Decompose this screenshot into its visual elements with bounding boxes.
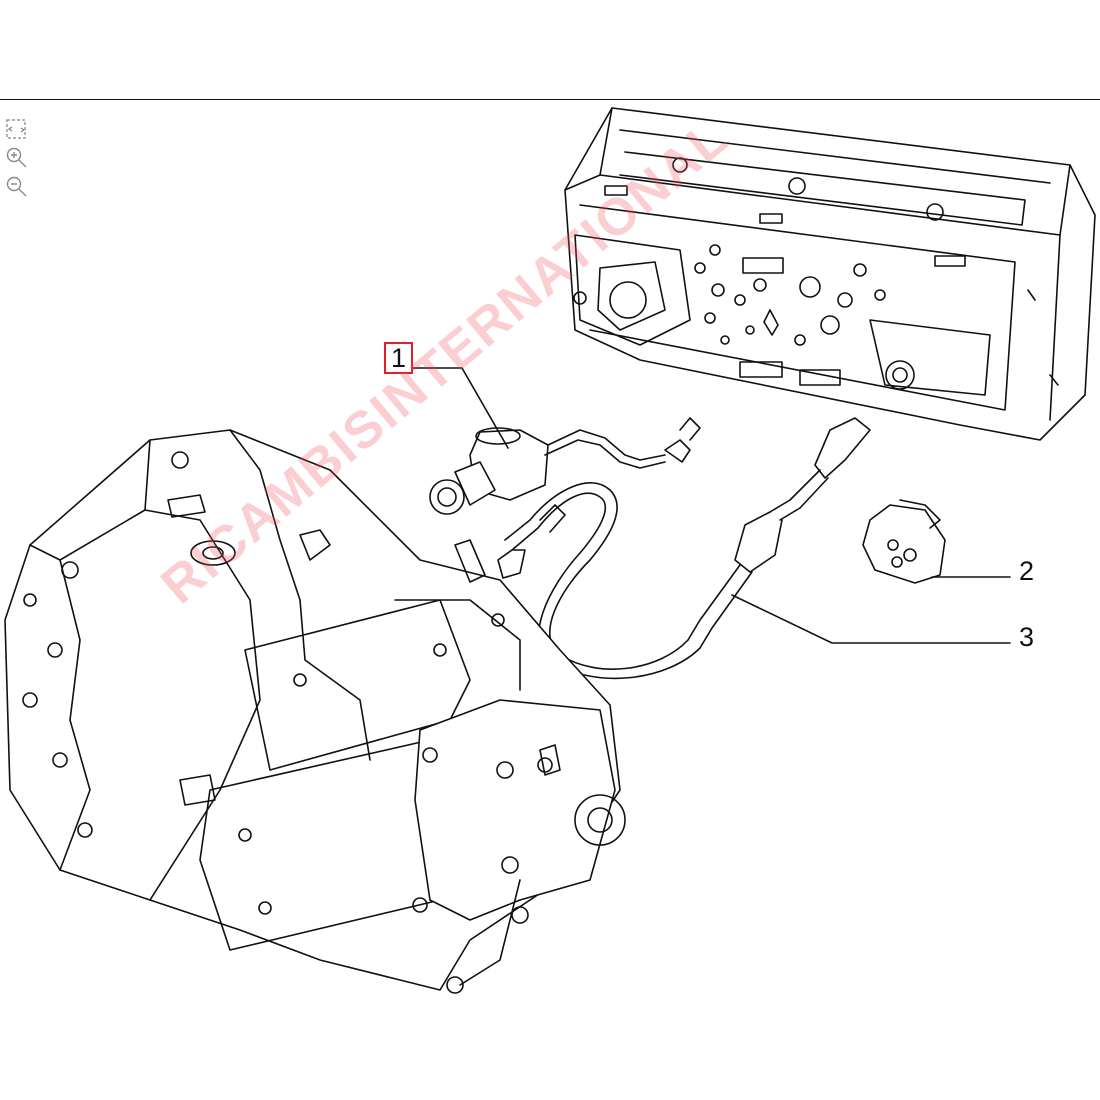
zoom-in-button[interactable] [4,145,30,171]
leader-line-3 [731,594,1011,644]
gearbox [4,429,626,994]
fit-icon [6,119,26,139]
callout-2[interactable]: 2 [1019,556,1035,586]
zoom-out-button[interactable] [4,174,30,200]
speed-sensor [429,417,701,515]
leader-line-1 [411,367,509,449]
grommet [862,499,946,584]
zoom-in-icon [6,147,27,168]
callout-3[interactable]: 3 [1019,622,1035,652]
parts-diagram [4,107,1096,994]
viewer-toolbar [4,116,32,203]
fit-to-screen-button[interactable] [4,116,30,142]
zoom-out-icon [6,176,27,197]
speedometer-cable [497,417,871,680]
instrument-cluster [564,107,1096,441]
callout-1[interactable]: 1 [384,342,414,374]
top-bar [0,0,1100,100]
